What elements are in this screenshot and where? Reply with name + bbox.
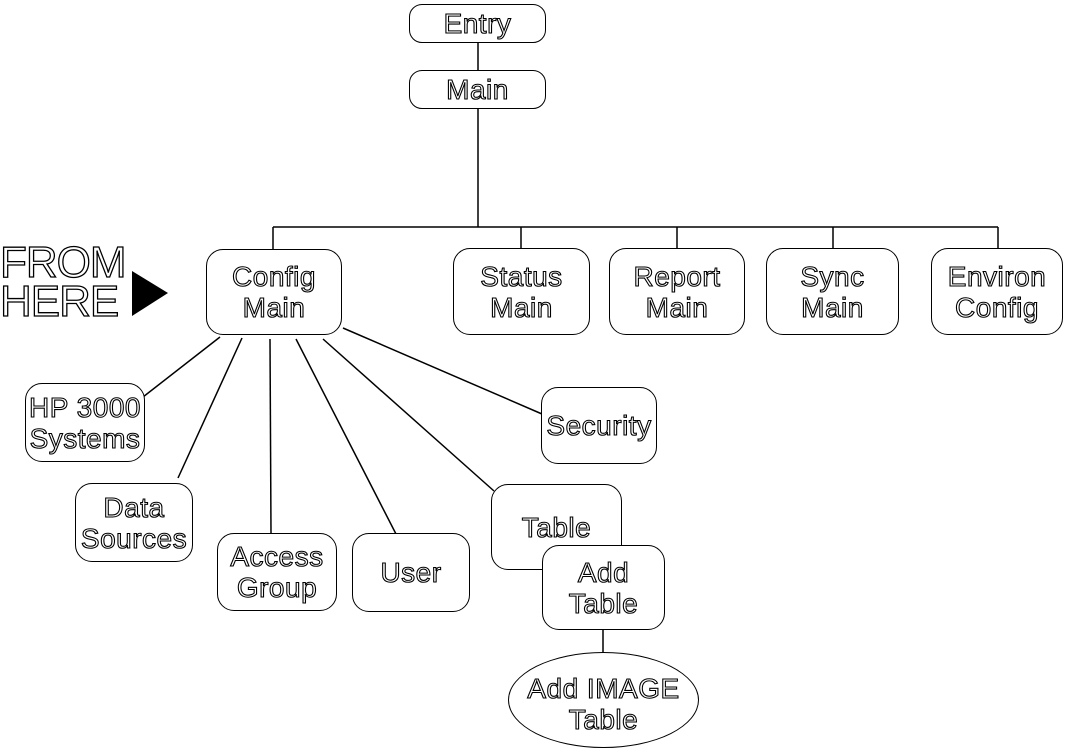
node-sync-main: Sync Main bbox=[766, 248, 899, 335]
from-here-label: FROM HERE bbox=[0, 238, 127, 326]
edge-config-access-group bbox=[269, 338, 272, 535]
from-here-arrow-icon bbox=[132, 271, 168, 316]
node-user: User bbox=[352, 533, 470, 612]
node-entry: Entry bbox=[409, 4, 546, 43]
edge-config-security bbox=[342, 327, 543, 415]
node-security: Security bbox=[541, 387, 657, 464]
node-access-group: Access Group bbox=[217, 533, 337, 611]
edge-config-data-sources bbox=[177, 337, 243, 479]
node-add-image-table: Add IMAGE Table bbox=[508, 652, 699, 748]
node-status-main: Status Main bbox=[453, 248, 590, 335]
edge-config-hp3000 bbox=[142, 336, 221, 398]
edge-config-table bbox=[322, 338, 495, 492]
node-report-main: Report Main bbox=[609, 248, 745, 335]
node-data-sources: Data Sources bbox=[75, 483, 193, 562]
node-main: Main bbox=[409, 70, 546, 109]
edge-config-user bbox=[295, 338, 397, 535]
node-environ-config: Environ Config bbox=[931, 248, 1063, 335]
node-hp3000-systems: HP 3000 Systems bbox=[25, 383, 145, 462]
node-add-table: Add Table bbox=[542, 545, 665, 630]
node-config-main: Config Main bbox=[206, 249, 342, 335]
